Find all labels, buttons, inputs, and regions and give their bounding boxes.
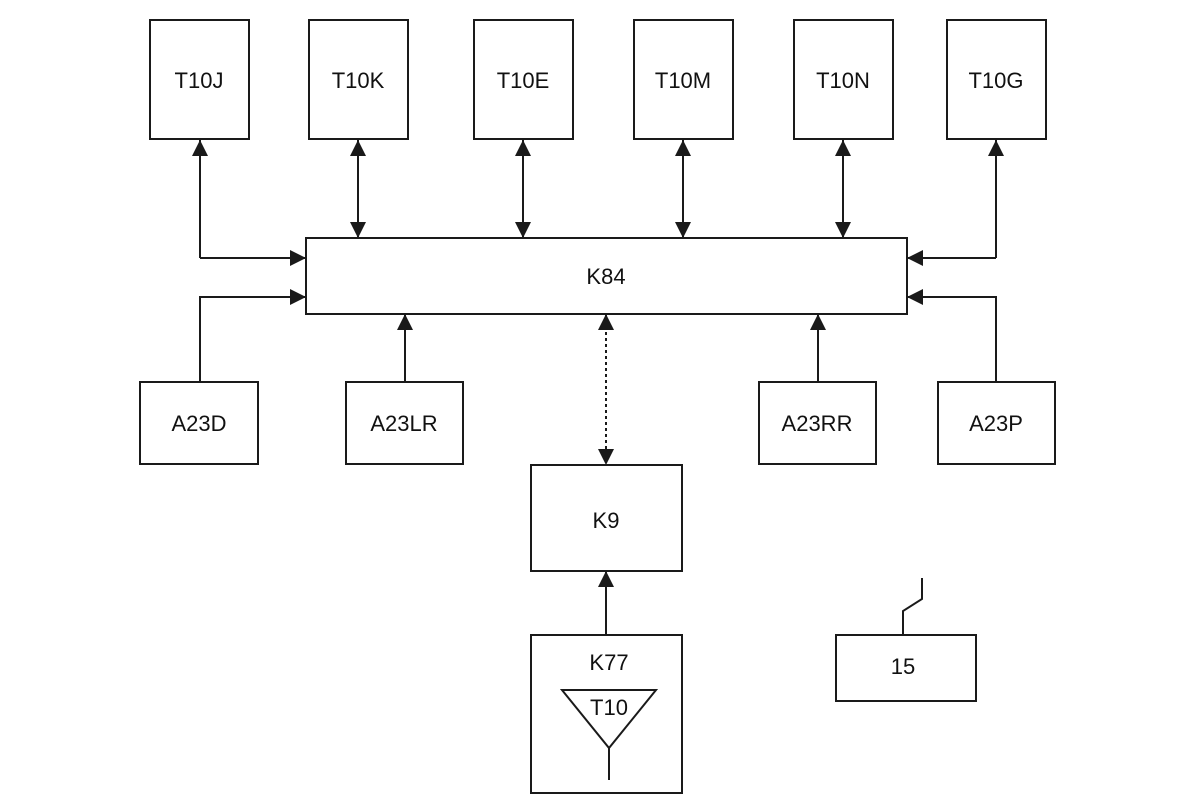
module-a23d: A23D xyxy=(139,381,259,465)
module-k9-label: K9 xyxy=(593,508,620,533)
module-t10g: T10G xyxy=(946,19,1047,140)
module-t10m: T10M xyxy=(633,19,734,140)
module-t10k: T10K xyxy=(308,19,409,140)
module-k84: K84 xyxy=(305,237,908,315)
module-k77-label: K77 xyxy=(589,650,628,675)
module-t10n: T10N xyxy=(793,19,894,140)
link-a23d xyxy=(199,289,306,382)
module-a23d-label: A23D xyxy=(171,411,226,436)
module-a23lr-label: A23LR xyxy=(370,411,437,436)
module-k9: K9 xyxy=(530,464,683,572)
module-a23p-label: A23P xyxy=(969,411,1023,436)
module-t10g-label: T10G xyxy=(968,68,1023,93)
module-a23rr-label: A23RR xyxy=(782,411,853,436)
antenna-icon xyxy=(559,689,659,750)
module-a23rr: A23RR xyxy=(758,381,877,465)
module-k77: K77 T10 xyxy=(530,634,683,794)
module-15-label: 15 xyxy=(891,654,915,679)
module-t10n-label: T10N xyxy=(816,68,870,93)
module-k77-antenna-label: T10 xyxy=(590,695,628,720)
module-a23p: A23P xyxy=(937,381,1056,465)
module-t10e-label: T10E xyxy=(497,68,550,93)
module-k84-label: K84 xyxy=(586,264,625,289)
module-t10e: T10E xyxy=(473,19,574,140)
module-t10k-label: T10K xyxy=(332,68,385,93)
module-t10j: T10J xyxy=(149,19,250,140)
module-t10j-label: T10J xyxy=(175,68,224,93)
module-a23lr: A23LR xyxy=(345,381,464,465)
module-t10m-label: T10M xyxy=(655,68,711,93)
link-a23p xyxy=(907,289,997,382)
module-15: 15 xyxy=(835,578,977,702)
wireless-signal-icon xyxy=(902,578,923,635)
